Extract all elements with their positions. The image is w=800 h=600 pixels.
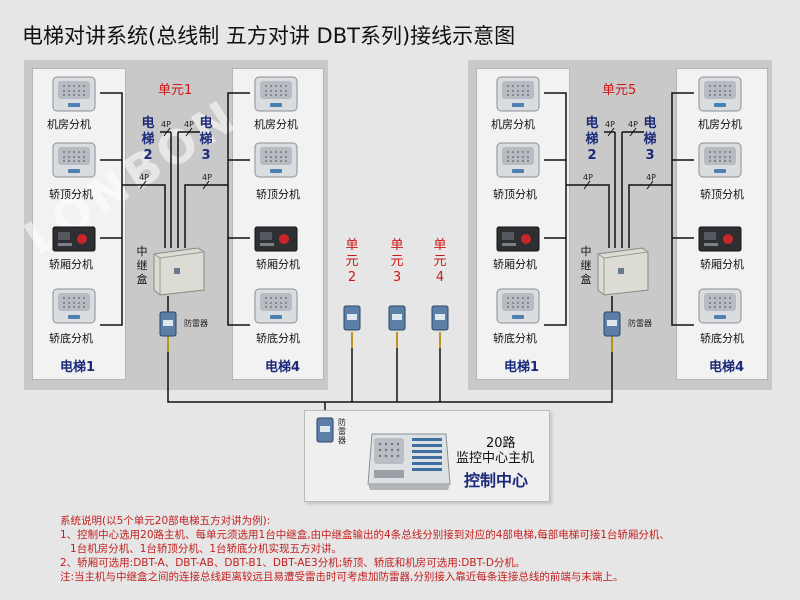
car-intercom-panel-icon xyxy=(698,226,742,252)
surge-protector-icon xyxy=(315,416,335,444)
master-station-label: 监控中心主机 xyxy=(456,451,535,466)
master-station-icon xyxy=(366,428,452,492)
unit-1-label: 单元1 xyxy=(158,83,193,98)
unit-5-label: 单元5 xyxy=(602,83,637,98)
intercom-speaker-icon xyxy=(698,76,742,112)
notes-line-1-cont: 1台机房分机、1台轿顶分机、1台轿底分机实现五方对讲。 xyxy=(60,543,343,555)
intercom-speaker-icon xyxy=(52,142,96,178)
car-top-unit-label: 轿顶分机 xyxy=(49,188,93,201)
surge-protector-icon xyxy=(602,310,622,338)
page-title: 电梯对讲系统(总线制 五方对讲 DBT系列)接线示意图 xyxy=(22,24,516,48)
surge-protector-icon xyxy=(430,304,450,332)
wire-label: 4P xyxy=(628,120,638,129)
surge-protector-label: 防雷器 xyxy=(184,319,208,328)
system-notes: 系统说明(以5个单元20部电梯五方对讲为例): 1、控制中心选用20路主机、每单… xyxy=(60,514,795,584)
car-unit-label: 轿厢分机 xyxy=(493,258,537,271)
car-intercom-panel-icon xyxy=(52,226,96,252)
car-unit-label: 轿厢分机 xyxy=(256,258,300,271)
intercom-speaker-icon xyxy=(698,142,742,178)
relay-box-label: 中继盒 xyxy=(580,245,596,287)
surge-protector-icon xyxy=(342,304,362,332)
intercom-speaker-icon xyxy=(698,288,742,324)
car-top-unit-label: 轿顶分机 xyxy=(256,188,300,201)
machine-room-unit-label: 机房分机 xyxy=(47,118,91,131)
unit5-elevator4-column xyxy=(676,68,768,380)
elevator-1-label: 电梯1 xyxy=(60,360,96,375)
unit1-elevator1-column xyxy=(32,68,126,380)
wire-label: 4P xyxy=(202,173,212,182)
intercom-speaker-icon xyxy=(52,288,96,324)
intercom-speaker-icon xyxy=(496,142,540,178)
car-unit-label: 轿厢分机 xyxy=(700,258,744,271)
elevator-4-label: 电梯4 xyxy=(265,360,301,375)
notes-remark: 注:当主机与中继盒之间的连接总线距离较远且易遭受雷击时可考虑加防雷器,分别接入靠… xyxy=(60,571,624,583)
wire-label: 4P xyxy=(583,173,593,182)
machine-room-unit-label: 机房分机 xyxy=(254,118,298,131)
machine-room-unit-label: 机房分机 xyxy=(698,118,742,131)
intercom-speaker-icon xyxy=(254,288,298,324)
notes-heading: 系统说明(以5个单元20部电梯五方对讲为例): xyxy=(60,515,271,527)
relay-box-icon xyxy=(150,246,206,296)
car-unit-label: 轿厢分机 xyxy=(49,258,93,271)
car-top-unit-label: 轿顶分机 xyxy=(493,188,537,201)
relay-box-label-text: 中继盒 xyxy=(580,245,592,286)
elevator-1-label: 电梯1 xyxy=(504,360,540,375)
pit-unit-label: 轿底分机 xyxy=(700,332,744,345)
wire-label: 4P xyxy=(161,120,171,129)
surge-protector-label: 防雷器 xyxy=(338,418,346,445)
notes-line-1: 1、控制中心选用20路主机、每单元须选用1台中继盒,由中继盒输出的4条总线分别接… xyxy=(60,529,670,541)
intercom-speaker-icon xyxy=(52,76,96,112)
wire-label: 4P xyxy=(184,120,194,129)
surge-protector-icon xyxy=(158,310,178,338)
wire-label: 4P xyxy=(605,120,615,129)
machine-room-unit-label: 机房分机 xyxy=(491,118,535,131)
car-intercom-panel-icon xyxy=(496,226,540,252)
notes-line-2: 2、轿厢可选用:DBT-A、DBT-AB、DBT-B1、DBT-AE3分机;轿顶… xyxy=(60,557,526,569)
pit-unit-label: 轿底分机 xyxy=(49,332,93,345)
control-center-label: 控制中心 xyxy=(464,471,529,490)
relay-box-icon xyxy=(594,246,650,296)
relay-box-label: 中继盒 xyxy=(136,245,152,287)
unit5-elevator1-column xyxy=(476,68,570,380)
intercom-speaker-icon xyxy=(496,76,540,112)
elevator-4-label: 电梯4 xyxy=(709,360,745,375)
intercom-speaker-icon xyxy=(496,288,540,324)
master-channels-label: 20路 xyxy=(486,436,516,451)
pit-unit-label: 轿底分机 xyxy=(493,332,537,345)
car-intercom-panel-icon xyxy=(254,226,298,252)
surge-protector-icon xyxy=(387,304,407,332)
pit-unit-label: 轿底分机 xyxy=(256,332,300,345)
surge-protector-label: 防雷器 xyxy=(628,319,652,328)
unit1-elevator4-column xyxy=(232,68,324,380)
relay-box-label-text: 中继盒 xyxy=(136,245,148,286)
intercom-speaker-icon xyxy=(254,142,298,178)
wire-label: 4P xyxy=(139,173,149,182)
wire-label: 4P xyxy=(646,173,656,182)
car-top-unit-label: 轿顶分机 xyxy=(700,188,744,201)
intercom-speaker-icon xyxy=(254,76,298,112)
